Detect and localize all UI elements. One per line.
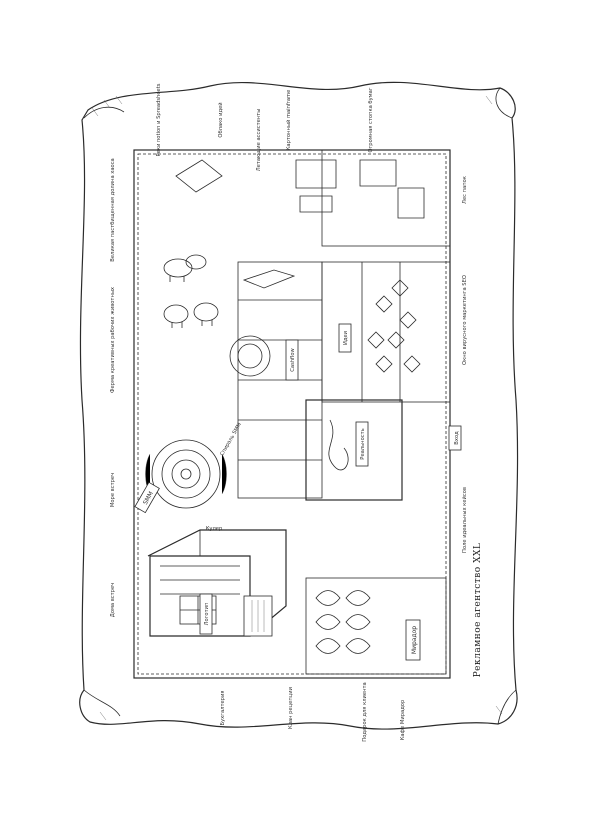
svg-text:Cashflow: Cashflow <box>290 348 296 372</box>
label-meeting-houses: Дома встреч <box>110 583 116 617</box>
label-seo-corner: Окно вирусного маркетинга SEO <box>462 275 468 365</box>
svg-text:Окно вирусного маркетинга SEO: Окно вирусного маркетинга SEO <box>462 275 468 365</box>
svg-text:Ферма креативных рабочих живот: Ферма креативных рабочих животных <box>110 287 116 393</box>
svg-text:Реальность: Реальность <box>360 428 366 459</box>
svg-text:Поле идеальных кейсов: Поле идеальных кейсов <box>461 487 468 553</box>
svg-text:Море встреч: Море встреч <box>110 473 116 507</box>
house-building <box>147 529 287 637</box>
svg-text:Подарок для клиента: Подарок для клиента <box>362 682 368 741</box>
label-smm-spiral: Спираль SMM <box>219 422 243 457</box>
label-gift-for-client: Подарок для клиента <box>362 682 368 741</box>
svg-text:Вход: Вход <box>454 431 460 445</box>
svg-text:Облако идей: Облако идей <box>217 102 224 137</box>
map-title: Рекламное агентство XXL <box>473 543 483 678</box>
label-forest-of-folders: Лес папок <box>462 176 468 204</box>
svg-text:Логотип: Логотип <box>204 603 210 626</box>
label-cardboard-mainframe: Картонный mainframe <box>285 90 292 151</box>
label-desk-cafe: Кафе Мирадор <box>400 699 406 740</box>
svg-text:Кафе Мирадор: Кафе Мирадор <box>400 699 406 740</box>
svg-text:Мирадор: Мирадор <box>411 626 418 654</box>
sign-ideas: Идеи <box>338 323 352 353</box>
svg-text:Летающие ассистенты: Летающие ассистенты <box>256 109 262 172</box>
svg-text:Лес папок: Лес папок <box>462 176 468 204</box>
diamond-marks <box>367 279 421 373</box>
desk-cluster <box>175 159 425 219</box>
svg-text:Бухгалтерия: Бухгалтерия <box>220 691 226 726</box>
svg-text:Дома встреч: Дома встреч <box>110 583 116 617</box>
smm-spiral <box>145 439 227 509</box>
svg-text:Спираль SMM: Спираль SMM <box>219 422 243 457</box>
svg-text:Великая пастбищенная долина ха: Великая пастбищенная долина хаоса <box>110 158 116 261</box>
svg-text:Картонный mainframe: Картонный mainframe <box>285 90 292 151</box>
label-accountant: Бухгалтерия <box>220 691 226 726</box>
label-water-cooler: Кулер <box>206 526 223 532</box>
label-gate: Вход <box>448 425 462 451</box>
tower-structure <box>229 261 323 499</box>
plants <box>315 590 371 654</box>
sign-smm: SMM <box>134 481 160 514</box>
svg-text:Клан рецепции: Клан рецепции <box>288 687 294 729</box>
scroll-frame <box>79 81 519 730</box>
label-rivers: Реки notion и Spreadsheets <box>156 83 162 156</box>
svg-text:Огромная стопка бумаг: Огромная стопка бумаг <box>368 87 374 152</box>
svg-text:Идеи: Идеи <box>343 331 349 345</box>
sign-cashflow: Cashflow <box>285 339 299 381</box>
animals-group <box>163 254 219 328</box>
svg-text:Кулер: Кулер <box>206 526 223 532</box>
map-border <box>133 149 451 679</box>
label-farm: Ферма креативных рабочих животных <box>110 287 116 393</box>
sign-reality: Реальность <box>355 421 369 467</box>
svg-text:Рекламное агентство XXL: Рекламное агентство XXL <box>473 543 483 678</box>
label-dancing-stars: Летающие ассистенты <box>256 109 262 172</box>
svg-text:Реки notion и Spreadsheets: Реки notion и Spreadsheets <box>156 83 162 156</box>
office-rooms <box>305 149 451 675</box>
label-sea-of-meetings: Море встреч <box>110 473 116 507</box>
label-great-pasture: Великая пастбищенная долина хаоса <box>110 158 116 261</box>
sign-logo: Логотип <box>199 593 213 635</box>
label-huge-paper-stacks: Огромная стопка бумаг <box>368 87 374 152</box>
label-reception-clan: Клан рецепции <box>288 687 294 729</box>
sign-mirador: Мирадор <box>405 619 421 661</box>
label-idea-field: Поле идеальных кейсов <box>461 487 468 553</box>
label-cloud-of-ideas: Облако идей <box>217 102 224 137</box>
